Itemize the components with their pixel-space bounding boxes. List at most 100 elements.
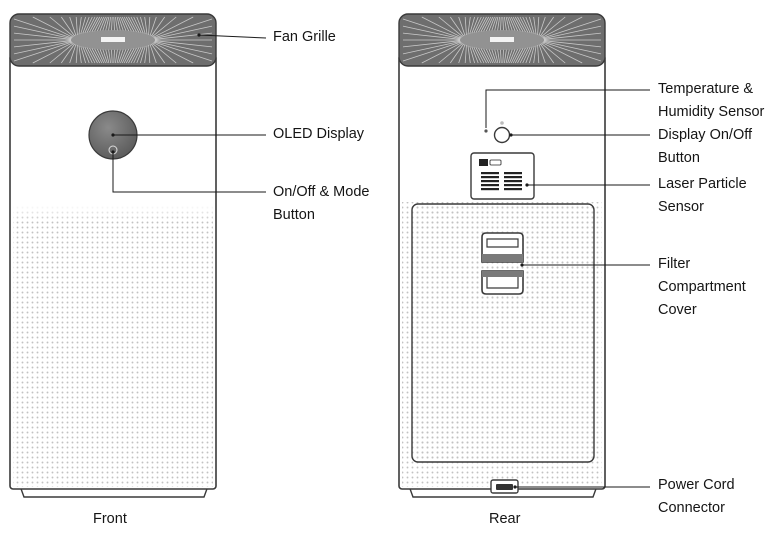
grille-ray — [483, 48, 492, 64]
grille-ray — [102, 49, 108, 64]
leader-power-button — [112, 152, 266, 193]
grille-ray — [130, 47, 140, 64]
front-unit — [9, 13, 217, 498]
grille-ray — [491, 16, 497, 31]
grille-ray — [152, 43, 177, 64]
grille-ray — [464, 45, 467, 64]
sensor-bar — [504, 188, 522, 191]
grille-ray — [148, 45, 151, 64]
grille-ray — [121, 16, 130, 32]
label-temp-line2: Humidity Sensor — [658, 104, 765, 120]
grille-ray — [118, 49, 124, 64]
grille-ray — [89, 47, 98, 64]
label-display-line1: Display On/Off — [658, 127, 753, 143]
grille-ray — [491, 49, 497, 64]
grille-ray — [542, 41, 602, 62]
sensor-bar — [481, 180, 499, 183]
grille-ray — [533, 16, 537, 35]
grille-ray — [123, 48, 132, 64]
grille-ray — [154, 25, 213, 39]
grille-ray — [529, 16, 535, 34]
leader-dots — [111, 33, 529, 489]
grille-ray — [497, 16, 500, 31]
grille-ray — [488, 16, 495, 31]
grille-ray — [483, 16, 492, 32]
grille-ray — [144, 45, 148, 64]
grille-ray — [94, 48, 103, 64]
caption-front: Front — [93, 511, 127, 527]
grille-ray — [111, 49, 113, 64]
grille-ray — [473, 16, 482, 33]
grille-ray — [525, 46, 533, 64]
label-power-mode-button: On/Off & Mode Button — [273, 181, 369, 227]
grille-ray — [512, 48, 521, 64]
grille-ray — [469, 16, 475, 34]
grille-ray — [84, 16, 93, 33]
grille-ray — [480, 16, 490, 32]
grille-ray — [149, 16, 157, 36]
label-power-line2: Connector — [658, 500, 725, 516]
grille-ray — [542, 18, 602, 39]
grille-ray — [402, 18, 462, 39]
grille-ray — [49, 16, 74, 37]
grille-ray — [32, 16, 73, 38]
grille-ray — [133, 47, 142, 64]
rear-power-connector — [490, 479, 519, 494]
grille-ray — [75, 16, 78, 35]
rear-display-button — [493, 126, 511, 144]
grille-ray — [32, 42, 73, 64]
grille-ray — [113, 16, 115, 31]
grille-ray — [86, 47, 96, 64]
rear-lower-handle — [481, 270, 524, 295]
grille-ray — [13, 41, 73, 62]
grille-ray — [118, 16, 124, 31]
grille-ray — [467, 45, 471, 64]
grille-ray — [507, 16, 513, 31]
grille-ray — [542, 16, 583, 38]
grille-ray — [149, 44, 157, 64]
grille-ray — [517, 47, 526, 64]
grille-ray — [519, 16, 529, 33]
label-power-line1: Power Cord — [658, 477, 735, 493]
grille-ray — [505, 16, 510, 31]
grille-ray — [438, 43, 463, 64]
grille-ray — [540, 43, 555, 64]
grille-ray — [512, 16, 521, 32]
grille-ray — [60, 43, 75, 64]
label-power-connector: Power Cord Connector — [658, 474, 735, 520]
sensor-bar — [481, 176, 499, 179]
grille-ray — [543, 41, 602, 55]
sensor-bar — [504, 172, 522, 175]
rear-upper-handle — [481, 232, 524, 263]
grille-ray — [467, 16, 471, 35]
rear-logo — [490, 37, 514, 42]
grille-ray — [154, 32, 213, 40]
label-filter-cover: Filter Compartment Cover — [658, 253, 746, 322]
grille-ray — [125, 48, 135, 64]
grille-ray — [84, 47, 93, 64]
grille-ray — [102, 16, 108, 31]
grille-ray — [91, 48, 101, 64]
grille-ray — [402, 32, 461, 40]
grille-ray — [478, 47, 487, 64]
label-filter-line3: Cover — [658, 302, 697, 318]
grille-ray — [96, 16, 105, 32]
caption-rear: Rear — [489, 511, 521, 527]
grille-ray — [128, 16, 137, 33]
grille-ray — [120, 16, 127, 31]
label-laser-line1: Laser Particle — [658, 176, 747, 192]
label-temp-humidity-sensor: Temperature & Humidity Sensor — [658, 78, 764, 124]
grille-ray — [105, 16, 110, 31]
label-display-line2: Button — [658, 150, 700, 166]
label-laser-line2: Sensor — [658, 199, 704, 215]
grille-ray — [80, 46, 86, 64]
grille-ray — [125, 16, 135, 32]
grille-ray — [153, 16, 194, 38]
grille-ray — [538, 16, 546, 36]
grille-ray — [111, 16, 113, 31]
grille-ray — [485, 16, 494, 32]
front-logo — [101, 37, 125, 42]
front-grille-rays — [13, 16, 213, 64]
grille-ray — [522, 16, 531, 33]
grille-ray — [510, 48, 519, 64]
